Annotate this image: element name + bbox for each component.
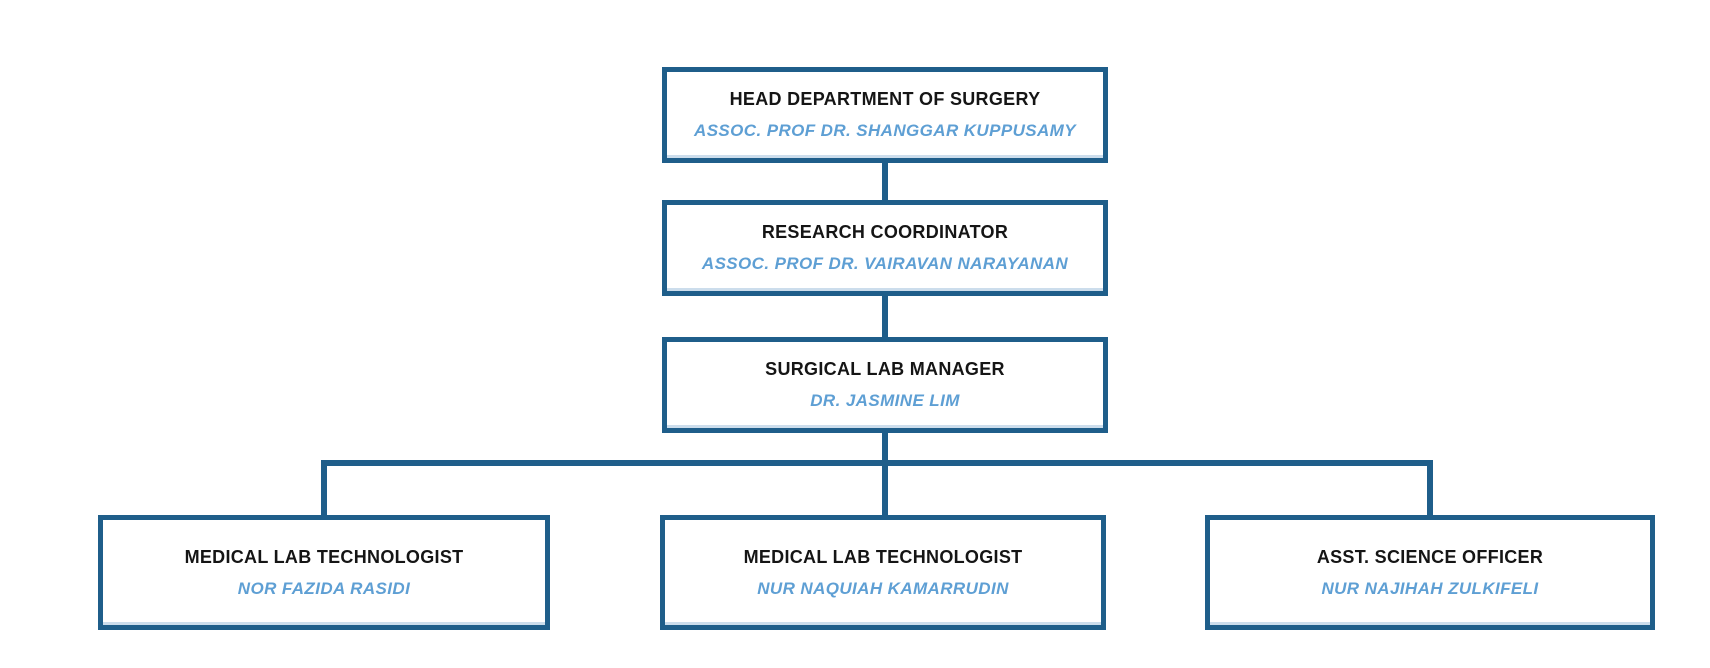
connector-branch-bar bbox=[321, 460, 1433, 466]
role-title: SURGICAL LAB MANAGER bbox=[765, 359, 1005, 379]
org-node-asst-science-officer: ASST. SCIENCE OFFICER NUR NAJIHAH ZULKIF… bbox=[1205, 515, 1655, 630]
org-node-head-department: HEAD DEPARTMENT OF SURGERY ASSOC. PROF D… bbox=[662, 67, 1108, 163]
person-name: DR. JASMINE LIM bbox=[810, 391, 960, 410]
role-title: HEAD DEPARTMENT OF SURGERY bbox=[729, 89, 1041, 109]
org-node-surgical-lab-manager: SURGICAL LAB MANAGER DR. JASMINE LIM bbox=[662, 337, 1108, 433]
connector-branch-to-tech1 bbox=[321, 460, 327, 517]
connector-manager-to-branch bbox=[882, 431, 888, 463]
role-title: MEDICAL LAB TECHNOLOGIST bbox=[184, 546, 464, 567]
person-name: ASSOC. PROF DR. SHANGGAR KUPPUSAMY bbox=[694, 121, 1076, 140]
org-node-medical-lab-technologist-2: MEDICAL LAB TECHNOLOGIST NUR NAQUIAH KAM… bbox=[660, 515, 1106, 630]
connector-head-to-coordinator bbox=[882, 160, 888, 202]
person-name: NUR NAJIHAH ZULKIFELI bbox=[1321, 578, 1539, 598]
connector-branch-to-tech2 bbox=[882, 460, 888, 517]
person-name: NOR FAZIDA RASIDI bbox=[237, 578, 411, 598]
org-node-medical-lab-technologist-1: MEDICAL LAB TECHNOLOGIST NOR FAZIDA RASI… bbox=[98, 515, 550, 630]
org-node-research-coordinator: RESEARCH COORDINATOR ASSOC. PROF DR. VAI… bbox=[662, 200, 1108, 296]
connector-branch-to-officer bbox=[1427, 460, 1433, 517]
role-title: RESEARCH COORDINATOR bbox=[761, 222, 1009, 242]
connector-coordinator-to-manager bbox=[882, 294, 888, 339]
person-name: NUR NAQUIAH KAMARRUDIN bbox=[757, 578, 1009, 598]
person-name: ASSOC. PROF DR. VAIRAVAN NARAYANAN bbox=[701, 254, 1069, 273]
role-title: ASST. SCIENCE OFFICER bbox=[1316, 546, 1544, 567]
role-title: MEDICAL LAB TECHNOLOGIST bbox=[743, 546, 1023, 567]
